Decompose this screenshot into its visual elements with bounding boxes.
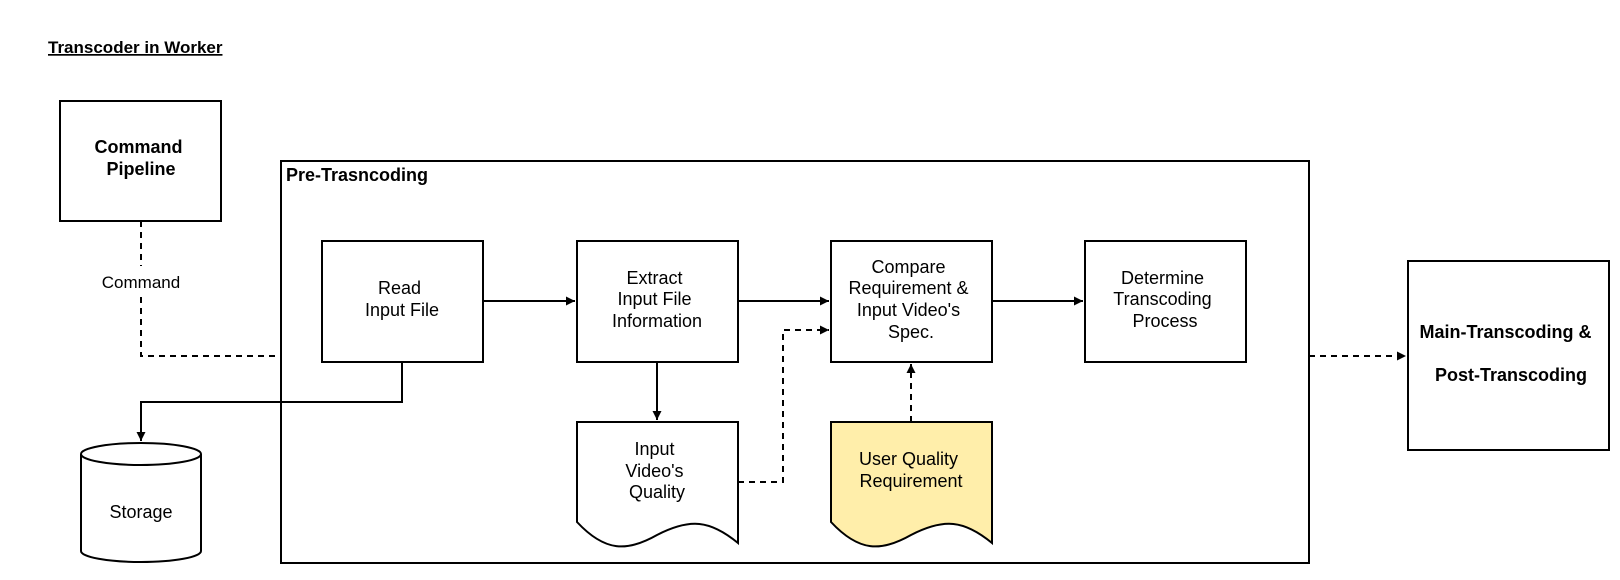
user-quality-node: [830, 421, 993, 548]
command-edge-lower: [140, 297, 281, 357]
main-transcoding-node: [1407, 260, 1610, 451]
main-transcoding-label: Main-Transcoding & Post-Transcoding: [1419, 322, 1596, 385]
extract-info-label: Extract Input File Information: [612, 268, 702, 331]
diagram-title: Transcoder in Worker: [48, 38, 223, 57]
determine-node: [1084, 240, 1247, 363]
compare-node: [830, 240, 993, 363]
pre-transcoding-label: Pre-Trasncoding: [286, 165, 428, 185]
storage-label: Storage: [109, 502, 172, 522]
command-pipeline-node: [59, 100, 222, 222]
edge-input-quality-to-compare: [738, 325, 829, 483]
determine-label: Determine Transcoding Process: [1113, 268, 1216, 331]
input-quality-node: [576, 421, 739, 548]
storage-node: [80, 442, 202, 563]
read-input-file-label: Read Input File: [365, 278, 439, 320]
read-input-file-node: [321, 240, 484, 363]
command-pipeline-label: Command Pipeline: [94, 137, 187, 179]
edge-read-to-storage: [136, 362, 403, 441]
command-edge-label: Command: [102, 273, 180, 292]
user-quality-label: User Quality Requirement: [859, 449, 963, 491]
input-quality-label: Input Video's Quality: [625, 439, 688, 502]
compare-label: Compare Requirement & Input Video's Spec…: [848, 257, 973, 342]
